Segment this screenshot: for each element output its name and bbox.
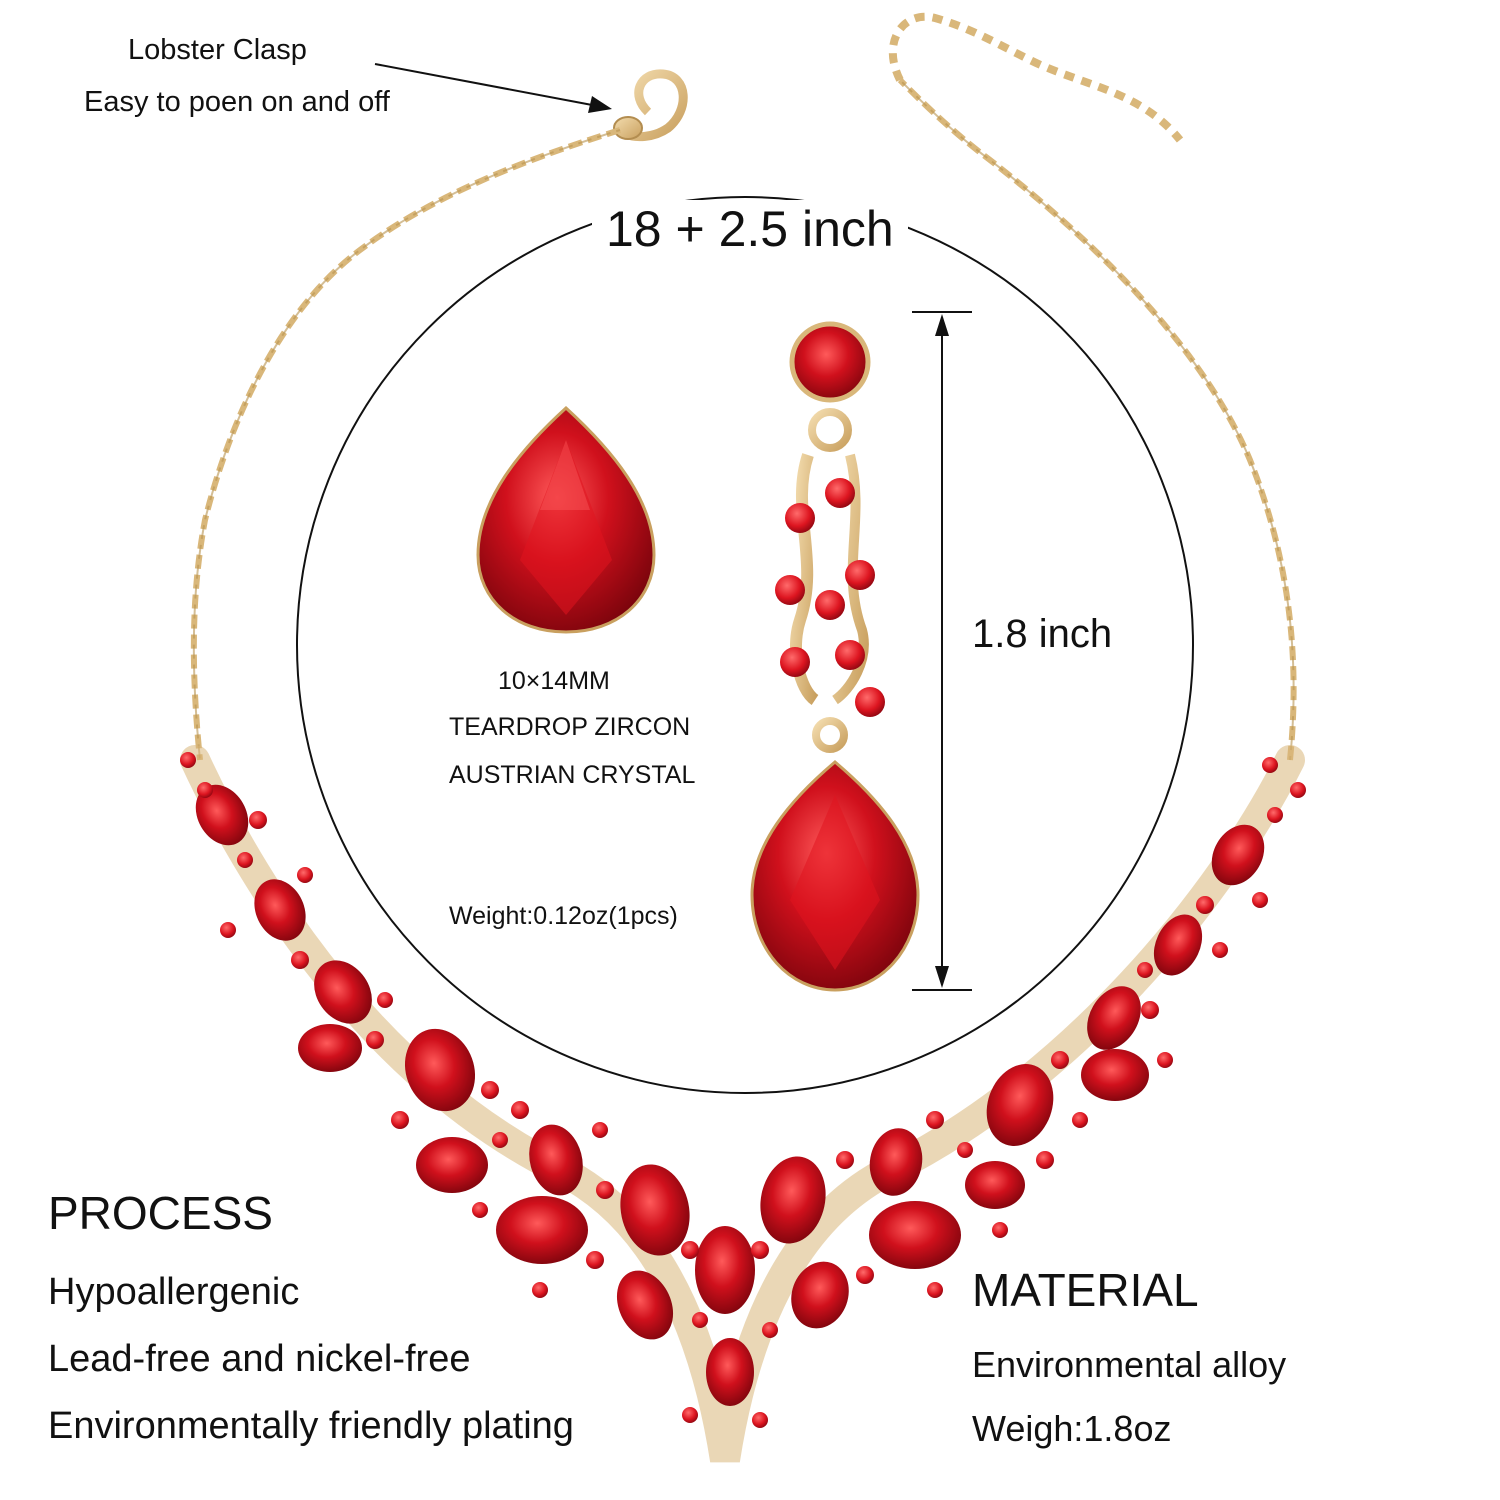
drop-earring [750, 321, 920, 992]
crystal-type: AUSTRIAN CRYSTAL [449, 761, 696, 789]
necklace-bib [180, 745, 1306, 1463]
lobster-clasp [613, 69, 688, 142]
earring-weight: Weight:0.12oz(1pcs) [449, 902, 678, 930]
material-item: Environmental alloy [972, 1344, 1287, 1385]
material-heading: MATERIAL [972, 1264, 1199, 1316]
process-item: Environmentally friendly plating [48, 1405, 574, 1447]
extension-chain [888, 12, 1184, 143]
earring-length: 1.8 inch [972, 612, 1113, 656]
necklace-length: 18 + 2.5 inch [592, 200, 908, 258]
earring-display-circle [296, 196, 1194, 1094]
process-item: Lead-free and nickel-free [48, 1338, 471, 1380]
clasp-title: Lobster Clasp [128, 34, 307, 66]
process-heading: PROCESS [48, 1187, 273, 1239]
stone-type: TEARDROP ZIRCON [449, 713, 691, 741]
chain-right [897, 77, 1297, 761]
material-item: Weigh:1.8oz [972, 1408, 1172, 1449]
clasp-subtitle: Easy to poen on and off [84, 86, 390, 118]
stud-earring-teardrop [476, 405, 656, 634]
process-item: Hypoallergenic [48, 1271, 300, 1313]
earring-length-measure [912, 311, 972, 991]
clasp-pointer-arrow [374, 63, 612, 113]
stone-size: 10×14MM [498, 667, 610, 695]
